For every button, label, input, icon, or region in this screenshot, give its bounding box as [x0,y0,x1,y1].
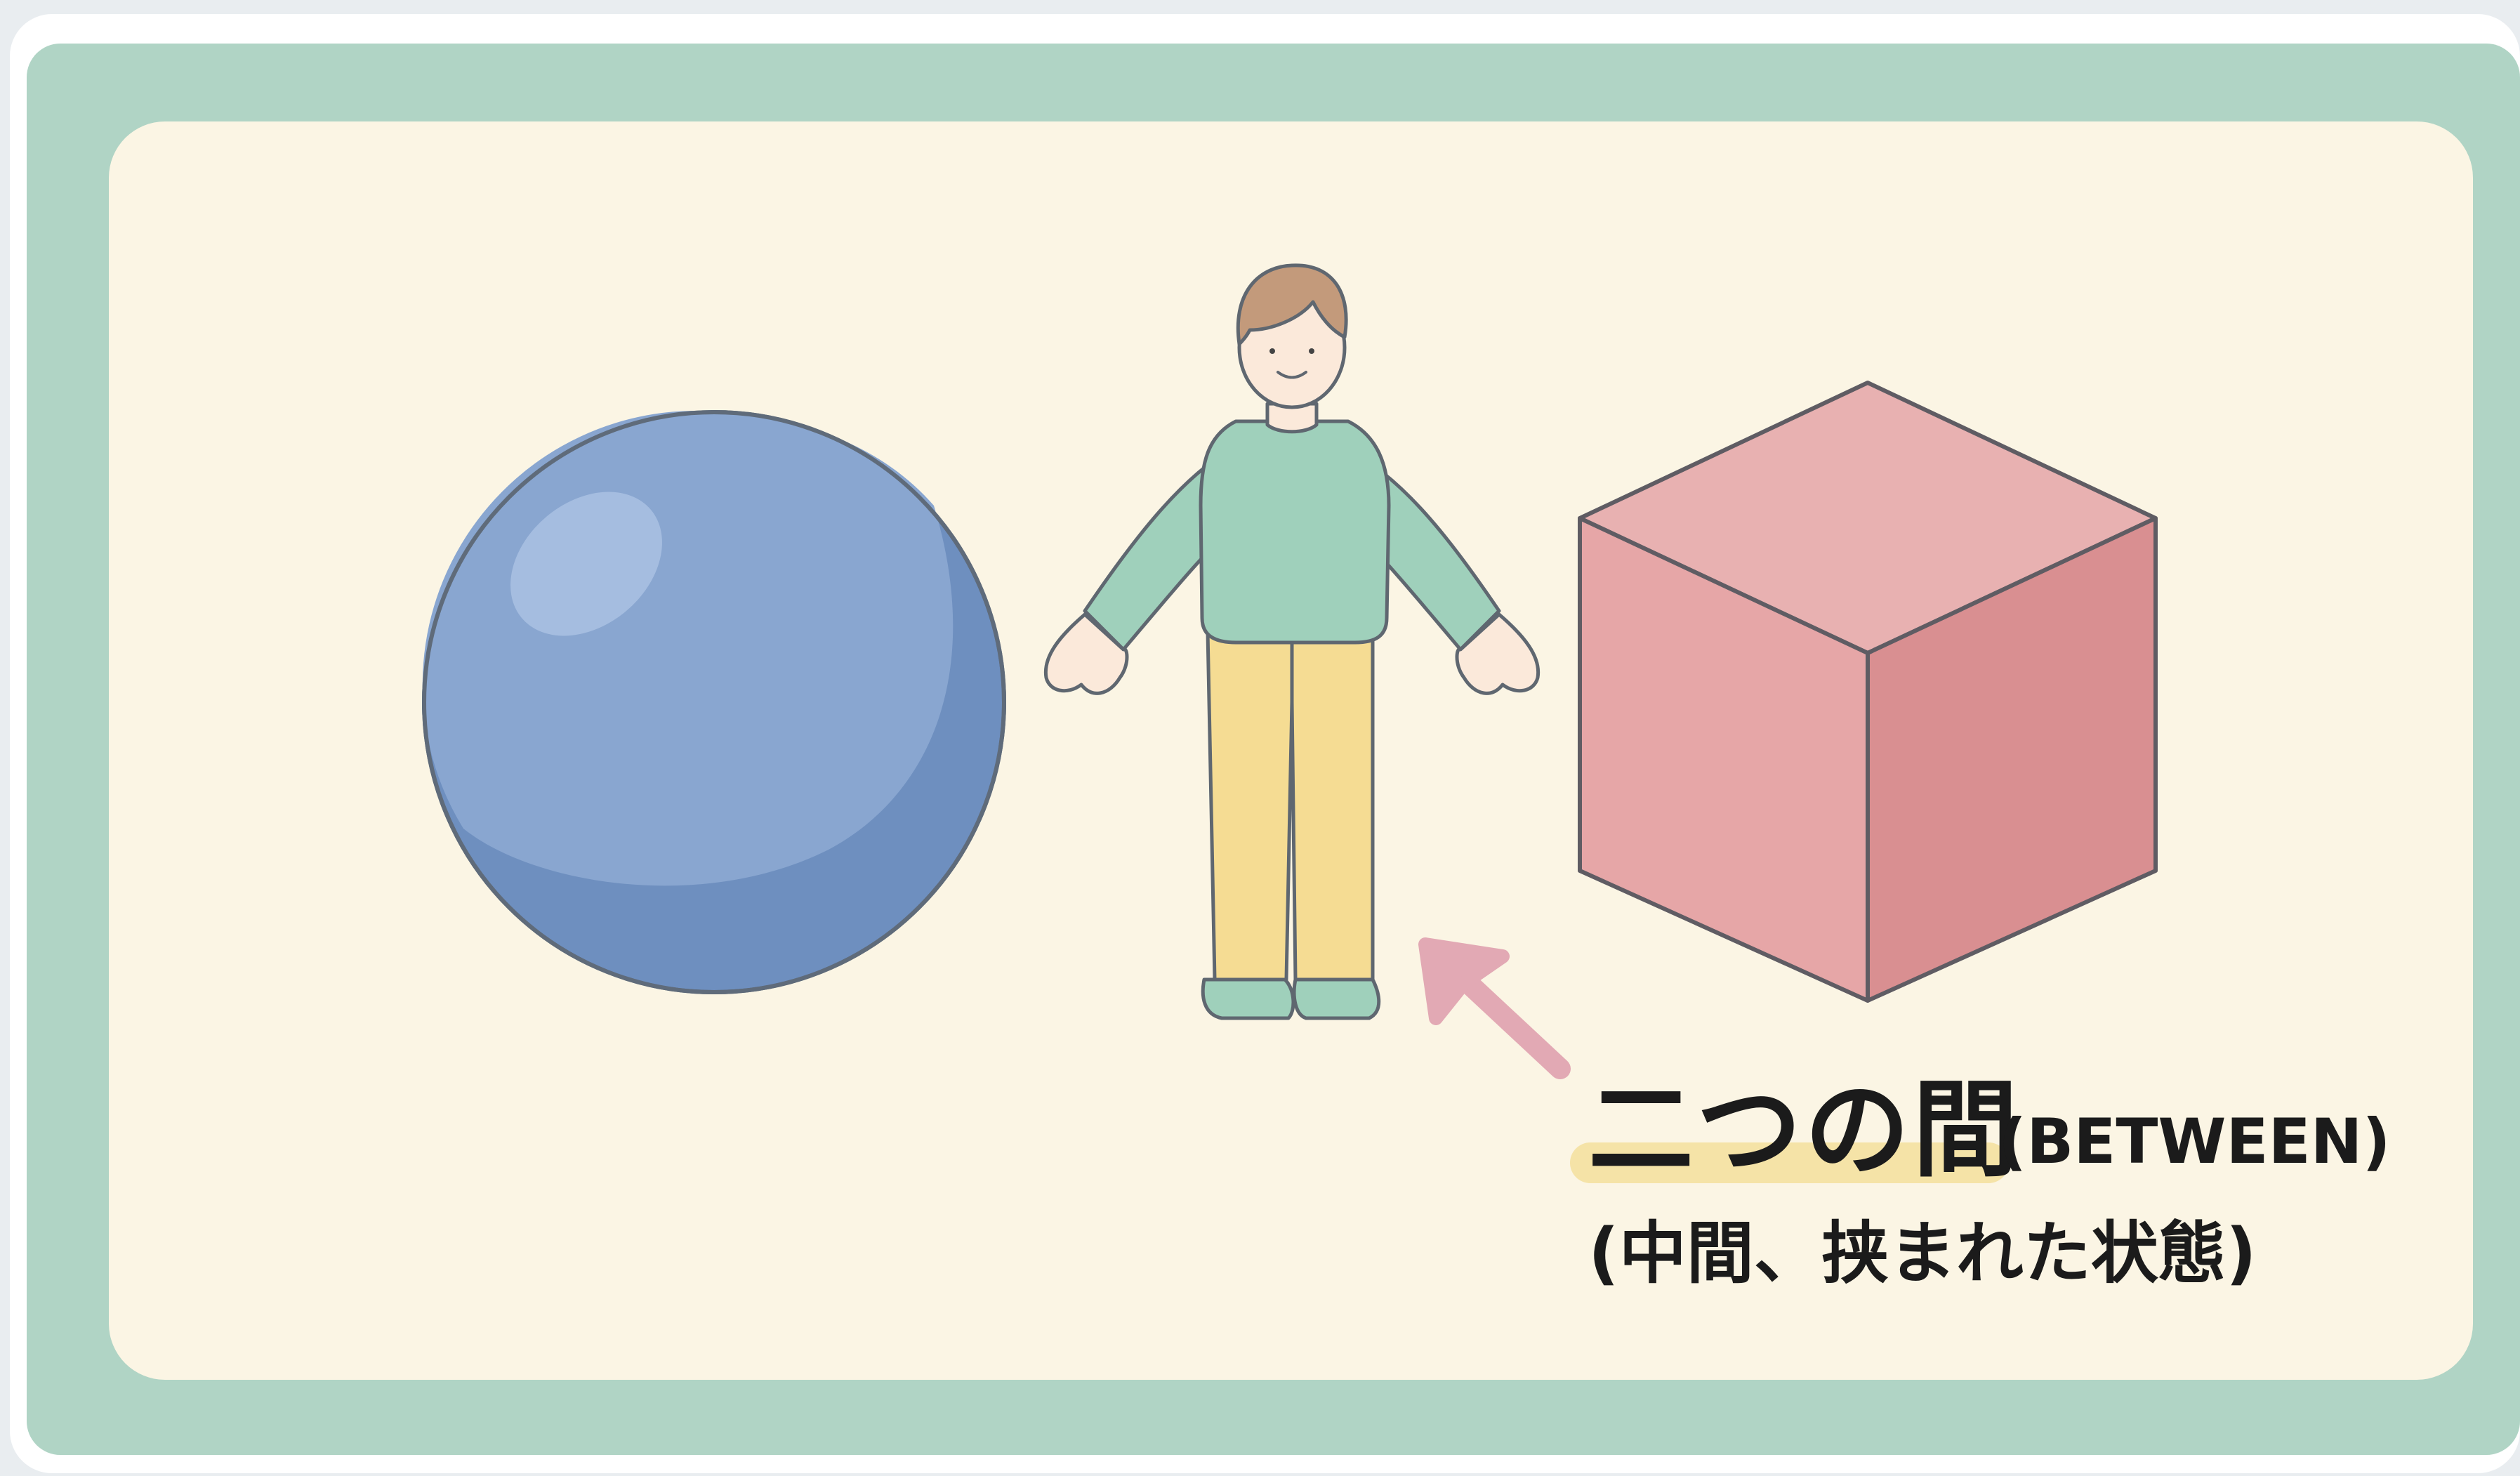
pink-cube-icon [1578,381,2158,1003]
term-english-label: (BETWEEN) [1998,1105,2391,1178]
term-meaning-label: (中間、挟まれた状態) [1588,1214,2257,1293]
pointing-arrow-icon [1418,937,1571,1079]
term-highlight [1570,1142,2009,1183]
standing-person-icon [1043,263,1541,1020]
blue-sphere-icon [422,410,1006,994]
term-label: 二つの間 [1588,1069,2021,1192]
